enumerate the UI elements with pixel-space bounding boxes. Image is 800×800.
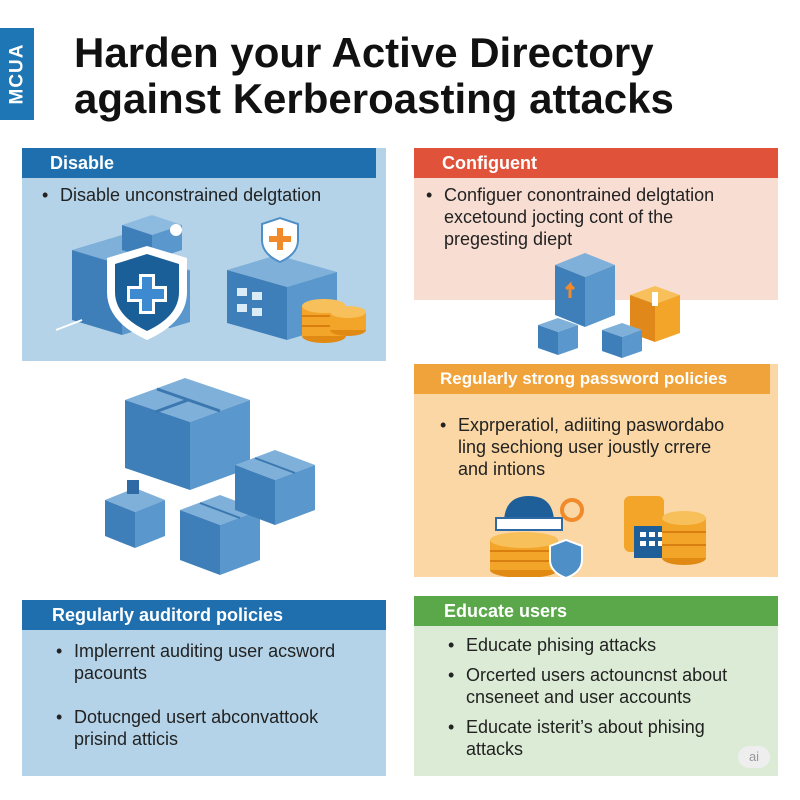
disable-bullet-list: Disable unconstrained delgtation [38,184,378,206]
configure-bullet-list: Configuer conontrained delgtation exceto… [422,184,757,250]
left-lock-cube-icon [105,480,165,548]
coin-stack-icon [490,532,558,577]
configure-cubes-illustration [538,253,680,358]
educate-bullet-2: Orcerted users actouncnst about cnseneet… [444,664,766,708]
audit-card: Regularly auditord policies Implerrent a… [22,600,386,776]
top-cube-icon [125,378,250,490]
shield-plus-icon [107,246,187,340]
educate-card: Educate users Educate phising attacks Or… [414,596,778,776]
password-card-title: Regularly strong password policies [440,369,728,388]
password-card-header: Regularly strong password policies [414,364,770,394]
title-line-1: Harden your Active Directory [74,29,654,76]
audit-card-body: Implerrent auditing user acsword pacount… [22,630,386,776]
configure-card-body: Configuer conontrained delgtation exceto… [414,178,778,300]
side-tag-label: MCUA [6,43,27,105]
audit-card-header: Regularly auditord policies [22,600,386,630]
small-cube-icon-2 [602,323,642,358]
password-card-body: Exprperatiol, adiiting paswordabo ling s… [414,394,778,577]
shield-server-illustration [55,215,366,343]
educate-card-body: Educate phising attacks Orcerted users a… [414,626,778,776]
page-title: Harden your Active Directory against Ker… [74,30,774,122]
educate-card-header: Educate users [414,596,778,626]
right-cube-icon [235,450,315,525]
configure-card-header: Configuent [414,148,778,178]
educate-bullet-1: Educate phising attacks [444,634,766,656]
side-tag: MCUA [0,28,34,120]
password-card: Regularly strong password policies Exprp… [414,364,778,577]
small-shield-icon [261,216,299,264]
audit-bullet-list: Implerrent auditing user acsword pacount… [52,640,372,750]
password-illustration [490,496,706,577]
coin-stack-icon-2 [662,511,706,565]
user-lock-icon [495,496,584,531]
disable-card: Disable Disable unconstrained delgtation [22,148,386,361]
shield-icon [549,538,583,577]
disable-bullet-1: Disable unconstrained delgtation [38,184,378,206]
audit-card-title: Regularly auditord policies [52,605,284,625]
educate-card-title: Educate users [444,601,568,621]
educate-bullet-3: Educate isterit’s about phising attacks [444,716,766,760]
disable-card-header: Disable [22,148,376,178]
ai-watermark-label: ai [748,749,760,764]
audit-bullet-1: Implerrent auditing user acsword pacount… [52,640,372,684]
title-line-2: against Kerberoasting attacks [74,75,674,122]
disable-card-title: Disable [50,153,115,173]
large-cube-icon [555,253,615,327]
audit-bullet-2: Dotucnged usert abconvattook prisind att… [52,706,372,750]
configure-card-title: Configuent [442,153,537,173]
orange-cube-icon [630,286,680,342]
password-bullet-1: Exprperatiol, adiiting paswordabo ling s… [436,414,731,480]
educate-bullet-list: Educate phising attacks Orcerted users a… [444,634,766,760]
disable-card-body: Disable unconstrained delgtation [22,178,386,361]
central-cubes-illustration [105,378,315,575]
configure-bullet-1: Configuer conontrained delgtation exceto… [422,184,757,250]
ai-watermark: ai [738,746,770,768]
coin-stack-icon [302,299,366,343]
small-cube-icon [538,318,578,355]
password-bullet-list: Exprperatiol, adiiting paswordabo ling s… [436,414,731,480]
